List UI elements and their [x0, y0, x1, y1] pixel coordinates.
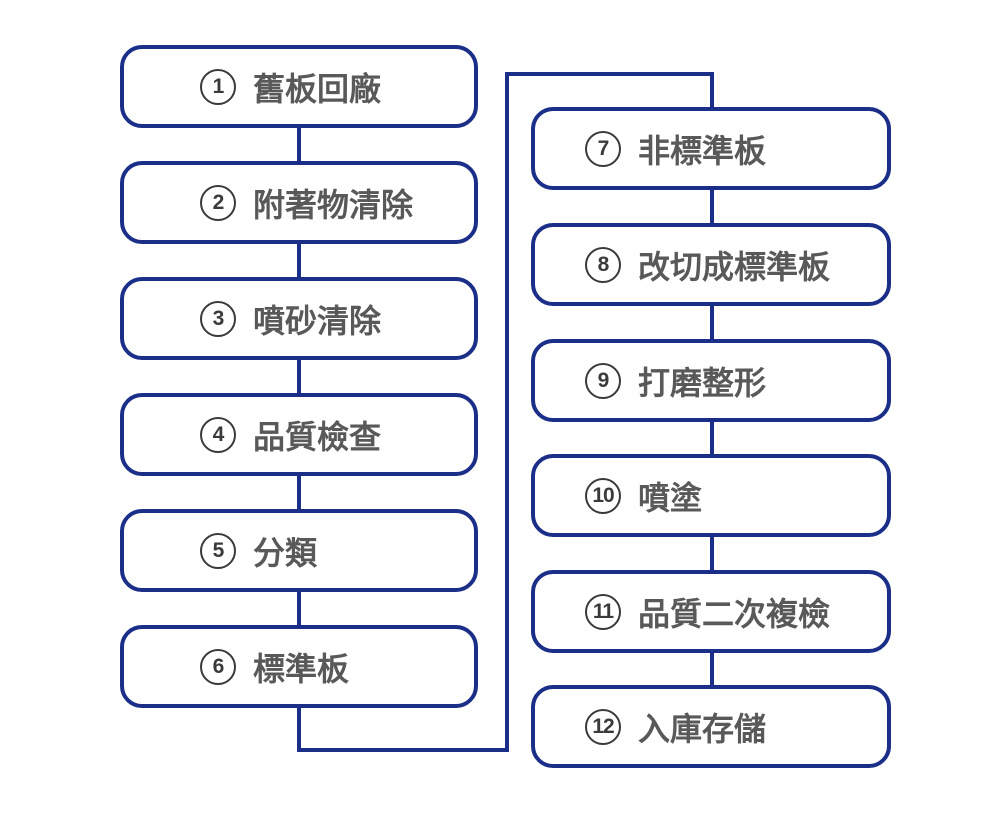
connector-right-10-11	[710, 535, 714, 572]
step-number-circle: 4	[200, 416, 236, 453]
connector-right-9-10	[710, 420, 714, 456]
connector-left-4-5	[297, 474, 301, 511]
flow-step-3: 3 噴砂清除	[120, 277, 478, 360]
step-label: 改切成標準板	[638, 248, 831, 285]
step-number-circle: 7	[585, 130, 621, 167]
step-number-circle: 12	[585, 708, 621, 745]
step-label: 附著物清除	[253, 186, 414, 223]
flow-step-10: 10 噴塗	[531, 454, 891, 537]
step-label: 非標準板	[638, 132, 767, 169]
step-label: 入庫存儲	[638, 710, 767, 747]
step-label: 舊板回廠	[253, 70, 382, 107]
step-label: 噴塗	[638, 479, 703, 516]
connector-loop-up-vertical	[505, 72, 509, 752]
step-number-circle: 11	[585, 593, 621, 630]
step-label: 品質檢查	[253, 418, 382, 455]
connector-right-11-12	[710, 650, 714, 687]
step-label: 噴砂清除	[253, 302, 382, 339]
connector-left-5-6	[297, 590, 301, 627]
flow-step-2: 2 附著物清除	[120, 161, 478, 244]
flow-step-11: 11 品質二次複檢	[531, 570, 891, 653]
flow-step-5: 5 分類	[120, 509, 478, 592]
step-number-circle: 5	[200, 532, 236, 569]
flow-step-7: 7 非標準板	[531, 107, 891, 190]
connector-loop-down-into-7	[710, 72, 714, 110]
step-number-circle: 9	[585, 362, 621, 399]
connector-left-2-3	[297, 242, 301, 279]
step-label: 標準板	[253, 650, 350, 687]
step-number-circle: 10	[585, 477, 621, 514]
connector-loop-down-from-6	[297, 706, 301, 752]
step-label: 分類	[253, 534, 318, 571]
step-number-circle: 1	[200, 68, 236, 105]
step-label: 品質二次複檢	[638, 595, 831, 632]
flow-step-9: 9 打磨整形	[531, 339, 891, 422]
flow-step-8: 8 改切成標準板	[531, 223, 891, 306]
connector-loop-bottom-horizontal	[297, 748, 509, 752]
flow-step-4: 4 品質檢查	[120, 393, 478, 476]
connector-left-1-2	[297, 126, 301, 163]
step-number-circle: 6	[200, 648, 236, 685]
flow-step-6: 6 標準板	[120, 625, 478, 708]
step-label: 打磨整形	[638, 364, 767, 401]
flow-step-12: 12 入庫存儲	[531, 685, 891, 768]
connector-right-7-8	[710, 188, 714, 225]
flow-step-1: 1 舊板回廠	[120, 45, 478, 128]
connector-loop-top-horizontal	[505, 72, 714, 76]
connector-right-8-9	[710, 304, 714, 341]
step-number-circle: 2	[200, 184, 236, 221]
connector-left-3-4	[297, 358, 301, 395]
step-number-circle: 3	[200, 300, 236, 337]
step-number-circle: 8	[585, 246, 621, 283]
